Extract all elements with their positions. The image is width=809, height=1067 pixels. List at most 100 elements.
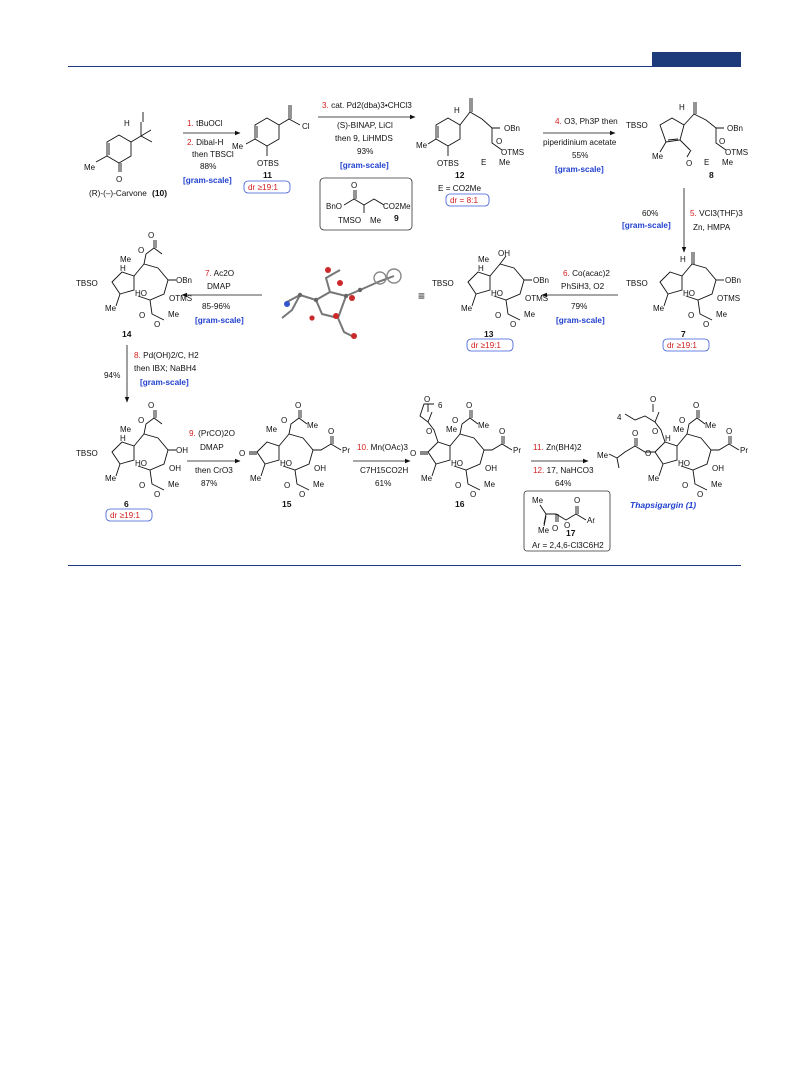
svg-text:13: 13 xyxy=(484,329,494,339)
svg-text:O: O xyxy=(299,490,305,499)
svg-text:4. O3, Ph3P then: 4. O3, Ph3P then xyxy=(555,117,618,126)
svg-text:Ar = 2,4,6-Cl3C6H2: Ar = 2,4,6-Cl3C6H2 xyxy=(532,541,604,550)
svg-text:[gram-scale]: [gram-scale] xyxy=(622,221,671,230)
svg-text:Me: Me xyxy=(168,310,180,319)
svg-text:5. VCl3(THF)3: 5. VCl3(THF)3 xyxy=(690,209,743,218)
svg-text:Me: Me xyxy=(478,421,490,430)
svg-text:Me: Me xyxy=(370,216,382,225)
svg-text:O: O xyxy=(424,395,430,404)
svg-text:Cl: Cl xyxy=(302,122,310,131)
thapsigargin-label: Thapsigargin (1) xyxy=(630,500,696,510)
svg-text:C7H15CO2H: C7H15CO2H xyxy=(360,466,408,475)
svg-text:HO: HO xyxy=(451,459,463,468)
svg-text:O: O xyxy=(455,481,461,490)
svg-text:12. 17, NaHCO3: 12. 17, NaHCO3 xyxy=(533,466,594,475)
svg-text:Me: Me xyxy=(461,304,473,313)
svg-text:O: O xyxy=(138,246,144,255)
svg-text:HO: HO xyxy=(135,289,147,298)
svg-text:OBn: OBn xyxy=(504,124,520,133)
svg-text:CO2Me: CO2Me xyxy=(383,202,411,211)
svg-text:9. (PrCO)2O: 9. (PrCO)2O xyxy=(189,429,235,438)
svg-text:OBn: OBn xyxy=(727,124,743,133)
c10-atom-me: Me xyxy=(84,163,96,172)
svg-text:64%: 64% xyxy=(555,479,571,488)
svg-text:O: O xyxy=(495,311,501,320)
svg-text:Me: Me xyxy=(120,425,132,434)
svg-text:Me: Me xyxy=(105,474,117,483)
svg-text:8. Pd(OH)2/C, H2: 8. Pd(OH)2/C, H2 xyxy=(134,351,199,360)
svg-text:O: O xyxy=(281,416,287,425)
step-9: 9. (PrCO)2O DMAP then CrO3 87% xyxy=(187,429,241,488)
svg-text:OH: OH xyxy=(712,464,724,473)
svg-text:8: 8 xyxy=(709,170,714,180)
svg-text:E: E xyxy=(481,158,486,167)
svg-text:[gram-scale]: [gram-scale] xyxy=(556,316,605,325)
svg-text:11. Zn(BH4)2: 11. Zn(BH4)2 xyxy=(533,443,582,452)
svg-text:DMAP: DMAP xyxy=(207,282,231,291)
step1-label: 1. tBuOCl xyxy=(187,119,223,128)
c7-dr: dr ≥19:1 xyxy=(667,341,697,350)
svg-text:OTMS: OTMS xyxy=(725,148,748,157)
step-10: 10. Mn(OAc)3 C7H15CO2H 61% xyxy=(353,443,411,488)
svg-text:O: O xyxy=(719,137,725,146)
svg-text:O: O xyxy=(284,481,290,490)
step-3: 3. cat. Pd2(dba)3•CHCl3 (S)-BINAP, LiCl … xyxy=(318,101,416,231)
svg-text:OTMS: OTMS xyxy=(169,294,192,303)
svg-text:Me: Me xyxy=(120,255,132,264)
svg-text:16: 16 xyxy=(455,499,465,509)
svg-text:14: 14 xyxy=(122,329,132,339)
svg-text:55%: 55% xyxy=(572,151,588,160)
svg-text:[gram-scale]: [gram-scale] xyxy=(555,165,604,174)
svg-text:O: O xyxy=(351,181,357,190)
svg-text:H: H xyxy=(478,264,484,273)
compound-16: O 6 O Me O Me O O Pr O HO OH Me O Me O 1… xyxy=(410,395,521,509)
svg-text:H: H xyxy=(680,255,686,264)
svg-text:Me: Me xyxy=(538,526,550,535)
svg-text:Pr: Pr xyxy=(740,446,748,455)
svg-text:15: 15 xyxy=(282,499,292,509)
svg-text:87%: 87% xyxy=(201,479,217,488)
svg-text:2. Dibal-H: 2. Dibal-H xyxy=(187,138,224,147)
compound-8: H TBSO OBn O OTMS Me O E Me 8 xyxy=(626,102,748,180)
svg-text:Me: Me xyxy=(652,152,664,161)
compound-7: H TBSO OBn HO OTMS Me O Me O 7 dr ≥19:1 xyxy=(626,252,741,352)
svg-text:O: O xyxy=(652,427,658,436)
compound-14: O Me O H TBSO OBn HO OTMS Me O Me O 14 xyxy=(76,231,192,339)
svg-text:Me: Me xyxy=(648,474,660,483)
compound-17: Me O O Ar O Me 17 Ar = 2,4,6-Cl3C6H2 xyxy=(532,496,604,550)
c10-atom-o: O xyxy=(116,175,122,184)
step-1-2: 1. tBuOCl 2. Dibal-H then TBSCl 88% [gra… xyxy=(183,119,241,185)
svg-text:O: O xyxy=(697,490,703,499)
compound-15: Me O Me O O Pr O HO OH Me O Me O 15 xyxy=(239,401,350,509)
svg-text:E: E xyxy=(704,158,709,167)
svg-text:O: O xyxy=(510,320,516,329)
header-rule xyxy=(68,66,741,67)
svg-text:6. Co(acac)2: 6. Co(acac)2 xyxy=(563,269,610,278)
svg-text:then TBSCl: then TBSCl xyxy=(192,150,234,159)
svg-text:6: 6 xyxy=(124,499,129,509)
svg-text:O: O xyxy=(154,490,160,499)
svg-text:[gram-scale]: [gram-scale] xyxy=(340,161,389,170)
svg-text:11: 11 xyxy=(263,170,272,180)
footer-rule xyxy=(68,565,741,566)
svg-text:Ar: Ar xyxy=(587,516,595,525)
c10-atom-h: H xyxy=(124,119,130,128)
svg-text:94%: 94% xyxy=(104,371,120,380)
svg-text:H: H xyxy=(454,106,460,115)
compound-13: Me OH H TBSO OBn HO OTMS Me O Me O 13 dr… xyxy=(432,249,549,352)
step-11-12: 11. Zn(BH4)2 12. 17, NaHCO3 64% xyxy=(523,443,611,552)
svg-text:Me: Me xyxy=(478,255,490,264)
svg-text:OBn: OBn xyxy=(533,276,549,285)
svg-text:H: H xyxy=(665,434,671,443)
c12-dr: dr = 8:1 xyxy=(450,196,478,205)
svg-text:HO: HO xyxy=(135,459,147,468)
svg-text:Me: Me xyxy=(313,480,325,489)
svg-text:O: O xyxy=(682,481,688,490)
svg-text:Zn, HMPA: Zn, HMPA xyxy=(693,223,731,232)
svg-text:17: 17 xyxy=(566,528,576,538)
compound-6: O Me O H TBSO OH HO OH Me O Me O 6 dr ≥1… xyxy=(76,401,188,522)
svg-text:HO: HO xyxy=(683,289,695,298)
svg-text:Me: Me xyxy=(232,142,244,151)
svg-text:OBn: OBn xyxy=(176,276,192,285)
